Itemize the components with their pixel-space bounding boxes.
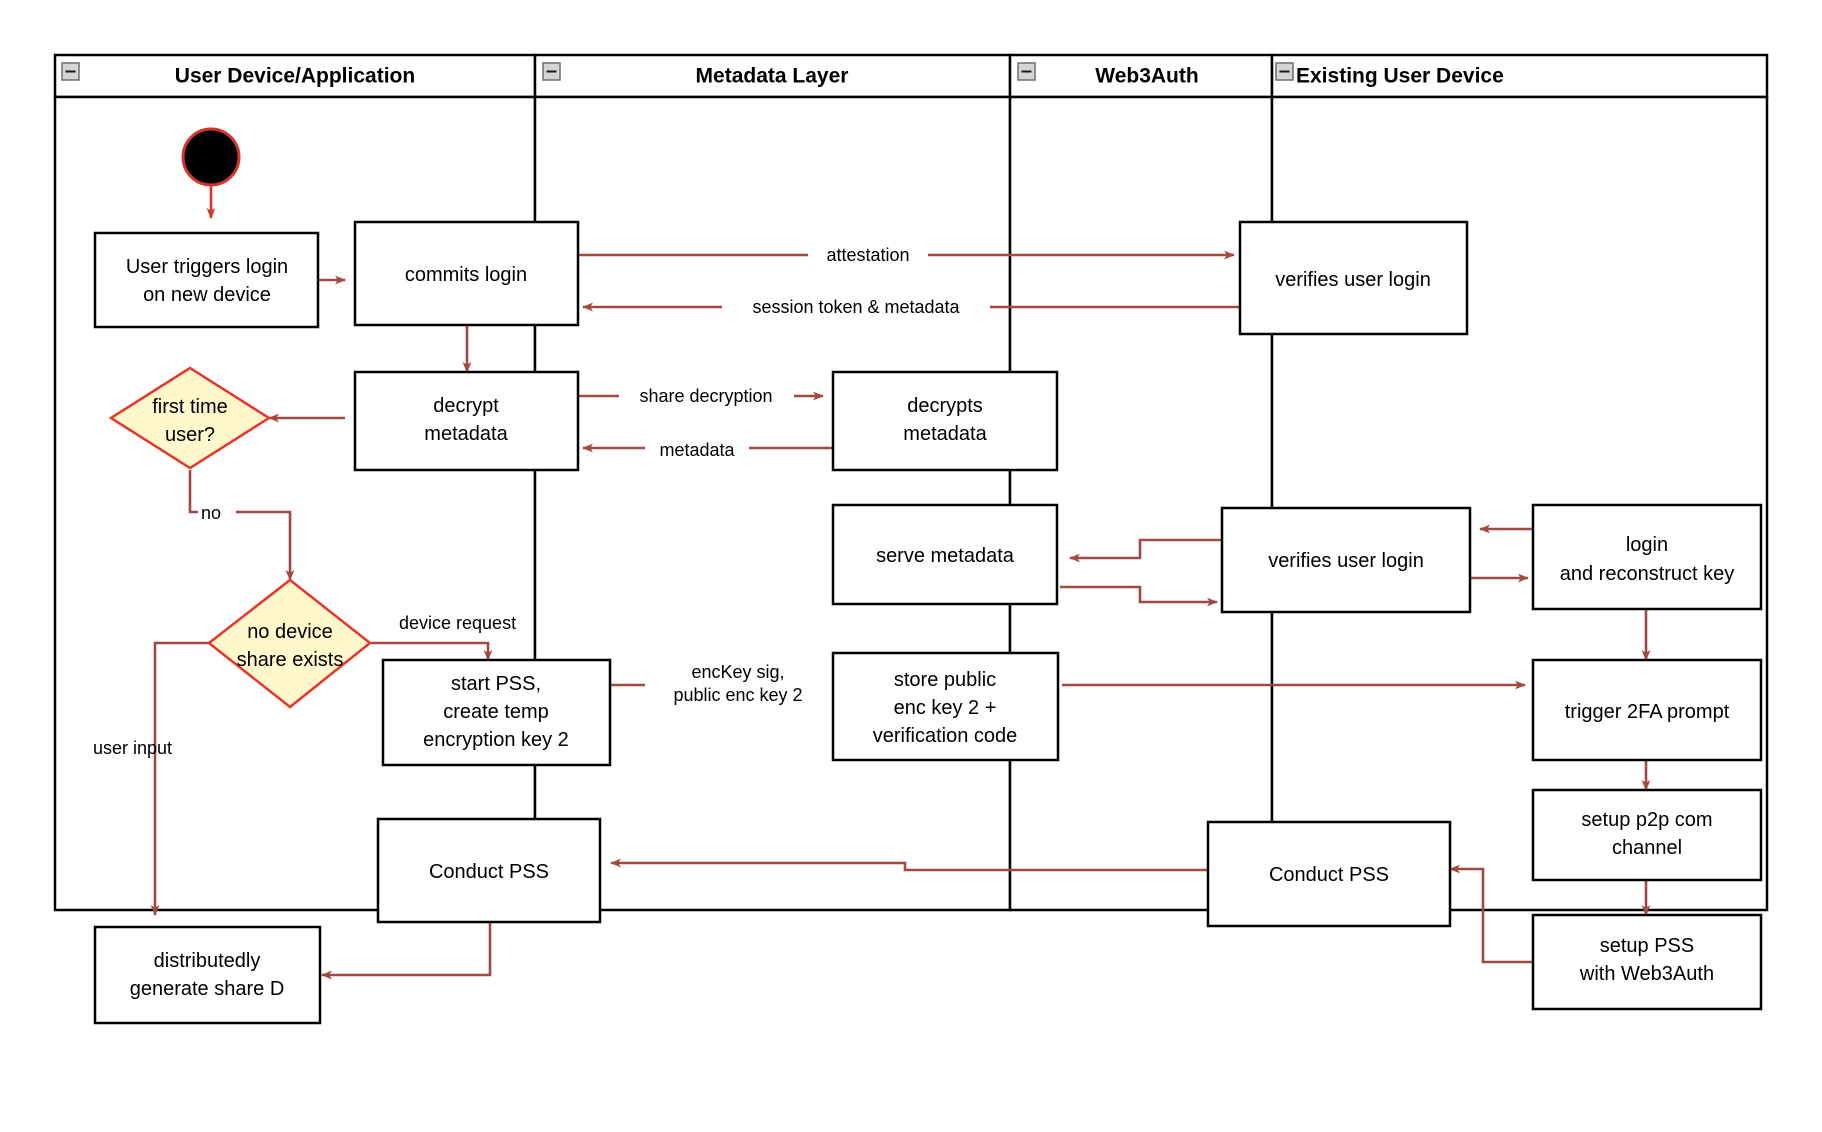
edge-nodevice-to-share-d: [150, 641, 209, 916]
minus-collapse-icon[interactable]: [61, 62, 80, 81]
node-label-start-pss-l1: start PSS,: [451, 673, 541, 695]
node-label-login-l1: login: [1626, 534, 1668, 556]
start-node[interactable]: [181, 127, 241, 187]
edge-serve-to-verifies-mid: [1060, 585, 1218, 607]
lane-body-existing-device: [1270, 95, 1769, 912]
node-label-commits-login: commits login: [405, 264, 527, 286]
edge-label-user-input: user input: [93, 738, 172, 758]
edge-conductpss-user-to-share-d: [321, 922, 492, 980]
node-label-start-pss-l3: encryption key 2: [423, 729, 569, 751]
node-label-share-d-l2: generate share D: [130, 978, 285, 1000]
node-generate-share-d[interactable]: distributedly generate share D: [93, 925, 322, 1025]
edge-firsttime-to-nodevice: [188, 470, 295, 581]
edge-label-enckey-sig-line1: encKey sig,: [691, 662, 784, 682]
lane-title-existing-device: Existing User Device: [1296, 65, 1504, 88]
lane-body-user-device: [53, 95, 537, 912]
node-label-conduct-pss-user: Conduct PSS: [429, 861, 549, 883]
node-label-share-d-l1: distributedly: [154, 950, 261, 972]
node-label-setup-pss-l1: setup PSS: [1600, 935, 1695, 957]
node-label-decrypts-l2: metadata: [903, 423, 987, 445]
flow-nodes: User triggers login on new device commit…: [93, 127, 1763, 1025]
lane-title-web3auth: Web3Auth: [1095, 65, 1198, 88]
node-decrypt-metadata[interactable]: decrypt metadata: [353, 370, 580, 472]
node-setup-p2p-channel[interactable]: setup p2p com channel: [1531, 788, 1763, 882]
edge-label-enckey-sig-line2: public enc key 2: [673, 685, 802, 705]
node-setup-pss-with-web3auth[interactable]: setup PSS with Web3Auth: [1531, 913, 1763, 1011]
edge-setuppss-to-conductpss-web3auth: [1449, 864, 1533, 964]
node-label-decrypt-l1: decrypt: [433, 395, 499, 417]
minus-collapse-icon[interactable]: [542, 62, 561, 81]
lane-header-existing-device: [1270, 53, 1769, 99]
edge-label-device-request: device request: [399, 613, 516, 633]
node-label-first-time-l2: user?: [165, 424, 215, 446]
node-label-start-pss-l2: create temp: [443, 701, 549, 723]
node-label-no-device-l2: share exists: [237, 649, 344, 671]
node-label-verifies-top: verifies user login: [1275, 269, 1431, 291]
minus-collapse-icon[interactable]: [1275, 62, 1294, 81]
lane-existing-device: Existing User Device: [1270, 53, 1769, 912]
edge-label-share-decryption: share decryption: [639, 386, 772, 406]
node-label-store-l3: verification code: [873, 725, 1018, 747]
edge-verifies-mid-to-serve: [1069, 538, 1222, 563]
node-label-store-l1: store public: [894, 669, 996, 691]
edge-label-metadata: metadata: [659, 440, 735, 460]
lane-body-web3auth: [1008, 95, 1274, 912]
node-verifies-user-login-mid[interactable]: verifies user login: [1220, 506, 1472, 614]
node-serve-metadata[interactable]: serve metadata: [831, 503, 1059, 606]
node-label-conduct-pss-web3auth: Conduct PSS: [1269, 864, 1389, 886]
edge-labels: attestation session token & metadata sha…: [93, 242, 990, 758]
edge-label-attestation: attestation: [826, 245, 909, 265]
node-label-setup-pss-l2: with Web3Auth: [1579, 963, 1714, 985]
swimlane-frames: User Device/Application Metadata Layer W…: [53, 53, 1769, 912]
node-label-serve-metadata: serve metadata: [876, 545, 1015, 567]
node-label-p2p-l2: channel: [1612, 837, 1682, 859]
node-first-time-user[interactable]: first time user?: [108, 366, 272, 470]
node-label-first-time-l1: first time: [152, 396, 228, 418]
edge-label-no: no: [201, 503, 221, 523]
edge-label-session-token: session token & metadata: [752, 297, 960, 317]
lane-web3auth: Web3Auth: [1008, 53, 1274, 912]
minus-collapse-icon[interactable]: [1017, 62, 1036, 81]
node-commits-login[interactable]: commits login: [353, 220, 580, 327]
node-label-user-triggers-login-l2: on new device: [143, 284, 271, 306]
node-user-triggers-login[interactable]: User triggers login on new device: [93, 231, 320, 329]
node-store-public-enc-key[interactable]: store public enc key 2 + verification co…: [831, 651, 1060, 762]
node-label-verifies-mid: verifies user login: [1268, 550, 1424, 572]
node-label-no-device-l1: no device: [247, 621, 333, 643]
lane-header-user-device: [53, 53, 537, 99]
node-login-reconstruct-key[interactable]: login and reconstruct key: [1531, 503, 1763, 611]
node-label-user-triggers-login-l1: User triggers login: [126, 256, 288, 278]
lane-metadata: Metadata Layer: [533, 53, 1012, 912]
node-conduct-pss-web3auth[interactable]: Conduct PSS: [1206, 820, 1452, 928]
lane-user-device: User Device/Application: [53, 53, 537, 912]
node-trigger-2fa-prompt[interactable]: trigger 2FA prompt: [1531, 658, 1763, 762]
node-label-store-l2: enc key 2 +: [894, 697, 997, 719]
lane-title-user-device: User Device/Application: [175, 65, 415, 88]
node-label-decrypts-l1: decrypts: [907, 395, 983, 417]
lane-title-metadata: Metadata Layer: [696, 65, 849, 88]
node-label-p2p-l1: setup p2p com: [1581, 809, 1712, 831]
node-no-device-share-exists[interactable]: no device share exists: [206, 578, 373, 709]
node-label-decrypt-l2: metadata: [424, 423, 508, 445]
node-conduct-pss-user[interactable]: Conduct PSS: [376, 817, 602, 924]
node-verifies-user-login-top[interactable]: verifies user login: [1238, 220, 1469, 336]
edge-nodevice-to-startpss: [369, 641, 493, 661]
node-label-trigger-2fa: trigger 2FA prompt: [1565, 701, 1730, 723]
node-decrypts-metadata[interactable]: decrypts metadata: [831, 370, 1059, 472]
edge-conductpss-web3auth-to-user: [610, 858, 1208, 872]
start-circle-icon: [181, 127, 241, 187]
node-start-pss[interactable]: start PSS, create temp encryption key 2: [381, 658, 612, 767]
lane-body-metadata: [533, 95, 1012, 912]
node-label-login-l2: and reconstruct key: [1560, 563, 1735, 585]
